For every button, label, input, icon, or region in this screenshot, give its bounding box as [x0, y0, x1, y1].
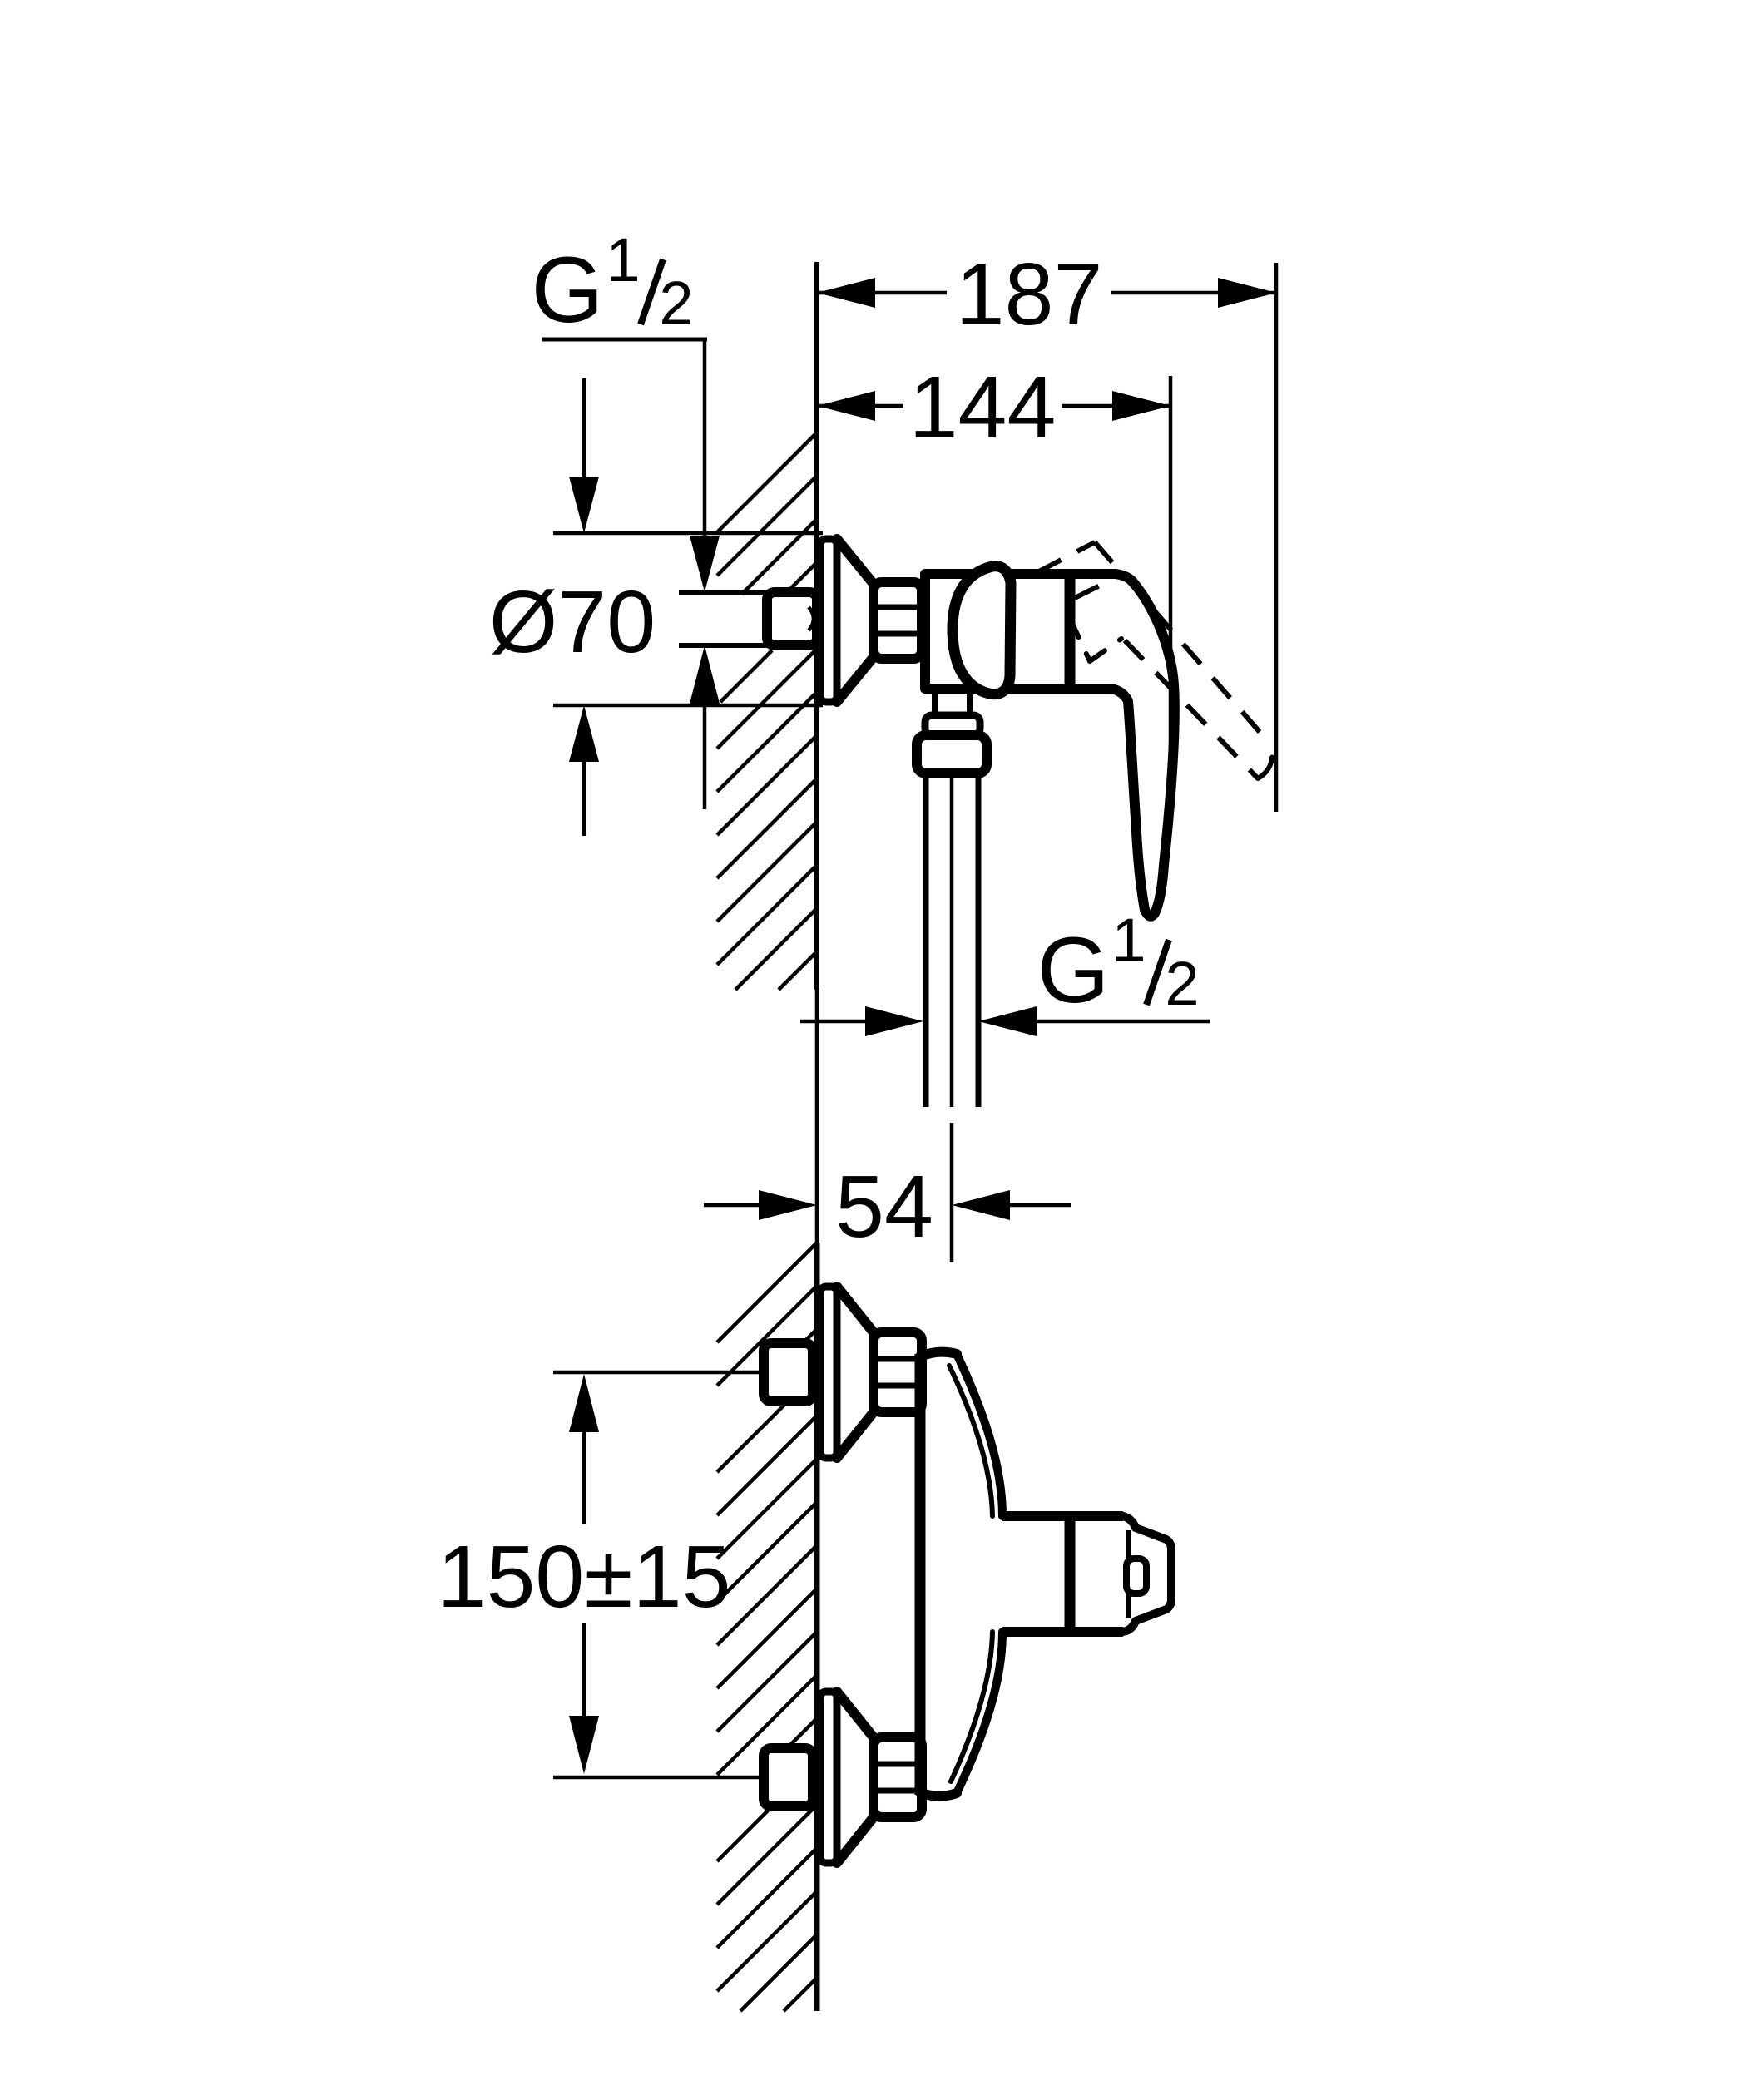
dim-escutcheon-diameter: Ø70 — [489, 378, 823, 836]
inlet-fitting-upper — [759, 1282, 927, 1463]
body-and-lever-outline — [920, 569, 1180, 922]
arrowhead — [569, 1374, 599, 1432]
escutcheon-cone — [832, 534, 878, 707]
hose-coupling-nut — [912, 730, 992, 778]
dim-187: 187 — [817, 245, 1279, 812]
front-view: 150±15 — [438, 1241, 1175, 2013]
dim-144: 144 — [817, 358, 1173, 792]
arrowhead — [817, 278, 875, 308]
outlet-hose — [912, 694, 992, 1107]
dim-187-label: 187 — [956, 245, 1103, 343]
thread-denominator: 2 — [1165, 949, 1199, 1018]
fraction-slash — [637, 258, 666, 326]
inlet-fitting-lower — [759, 1687, 927, 1868]
thread-label-outlet: G 1 2 — [800, 906, 1210, 1036]
valve-dome-cap — [947, 561, 1017, 700]
square-fitting — [759, 1338, 818, 1406]
pipe-end-arc — [807, 605, 816, 632]
dim-150-label: 150±15 — [438, 1528, 731, 1626]
square-fitting — [759, 1743, 818, 1811]
escutcheon-backplate — [816, 535, 841, 706]
thread-letter: G — [1037, 918, 1109, 1022]
dim-54-label: 54 — [835, 1158, 933, 1256]
arrowhead — [978, 1006, 1037, 1036]
body-bulge-outer — [953, 1350, 1007, 1520]
thread-letter: G — [531, 238, 603, 342]
hex-nut — [869, 1327, 927, 1417]
arrowhead — [952, 1190, 1010, 1220]
body-bulge-inner — [947, 1363, 995, 1519]
dia-70-label: Ø70 — [489, 573, 656, 671]
escutcheon-cone — [832, 1687, 878, 1868]
escutcheon-backplate — [816, 1282, 841, 1462]
thread-denominator: 2 — [659, 269, 693, 338]
arrowhead — [1112, 391, 1170, 421]
thread-numerator: 1 — [606, 225, 640, 294]
fraction-slash — [1143, 938, 1172, 1006]
mixer-body-front — [914, 1346, 1175, 1801]
mixer-body-side — [920, 561, 1180, 922]
arrowhead — [1218, 278, 1276, 308]
arrowhead — [569, 477, 599, 533]
hex-nut — [869, 1732, 927, 1822]
wall-hatching — [715, 431, 819, 991]
escutcheon-cone — [832, 1282, 878, 1463]
arrowhead — [569, 1716, 599, 1774]
thread-numerator: 1 — [1111, 906, 1146, 975]
dim-54: 54 — [704, 990, 1071, 1262]
dim-144-label: 144 — [909, 358, 1057, 457]
hex-nut — [869, 577, 927, 664]
escutcheon-side — [816, 534, 927, 707]
arrowhead — [865, 1006, 923, 1036]
side-view: 187 144 G 1 2 — [489, 225, 1279, 1262]
lever-end-cap — [1119, 1512, 1175, 1636]
wall-hatching — [715, 1241, 819, 2013]
arrowhead — [759, 1190, 817, 1220]
arrowhead — [690, 536, 720, 592]
lever-end-notch — [1123, 1555, 1150, 1597]
arrowhead — [817, 391, 875, 421]
dim-150: 150±15 — [438, 1370, 760, 1780]
square-fitting — [762, 587, 822, 650]
arrowhead — [690, 645, 720, 704]
lever-handle-dashed — [1036, 540, 1275, 781]
escutcheon-backplate — [816, 1687, 841, 1867]
supply-fitting-side — [679, 587, 822, 650]
body-bulge-inner — [948, 1629, 995, 1784]
thread-label-inlet: G 1 2 — [531, 225, 720, 809]
body-bulge-outer — [953, 1628, 1007, 1797]
arrowhead — [569, 705, 599, 762]
